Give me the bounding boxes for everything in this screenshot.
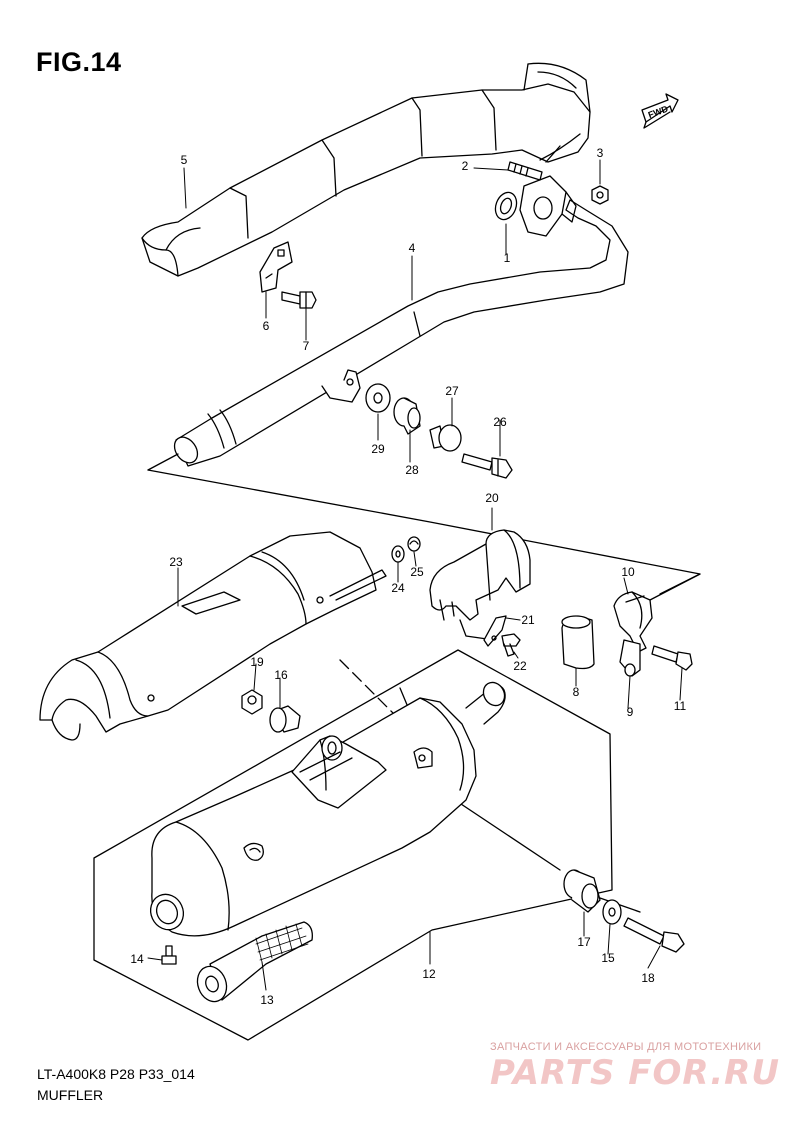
part-14-bolt: [161, 945, 177, 965]
callout-6: 6: [263, 319, 270, 333]
part-1-gasket: [494, 191, 518, 221]
part-27-collar: [429, 424, 462, 452]
part-24-washer: [391, 545, 405, 563]
callout-4: 4: [409, 241, 416, 255]
part-20-heat-cover: [429, 529, 531, 641]
part-17-grommet: [563, 869, 601, 913]
forward-arrow-icon: FWD: [641, 93, 679, 129]
callout-27: 27: [445, 384, 459, 398]
callout-24: 24: [391, 581, 405, 595]
part-15-washer: [602, 899, 622, 925]
figure-title: FIG.14: [36, 47, 122, 77]
part-11-bolt: [651, 645, 693, 671]
fwd-label: FWD: [647, 104, 670, 121]
part-3-nut: [591, 185, 609, 205]
callout-9: 9: [627, 705, 634, 719]
callout-labels: 1 2 3 4 5 6 7 8 9 10 11 12 13 14 15 16 1…: [130, 146, 686, 1007]
callout-23: 23: [169, 555, 183, 569]
callout-8: 8: [573, 685, 580, 699]
part-26-bolt: [461, 453, 513, 479]
callout-11: 11: [674, 699, 687, 713]
watermark-logo: PARTS FOR.RU: [490, 1053, 780, 1093]
section-name: MUFFLER: [37, 1087, 104, 1103]
part-28-grommet: [393, 397, 421, 435]
callout-22: 22: [513, 659, 527, 673]
callout-26: 26: [493, 415, 507, 429]
part-12-muffler-outline-box: [93, 649, 613, 1041]
callout-16: 16: [274, 668, 288, 682]
callout-10: 10: [621, 565, 635, 579]
part-22-bolt: [501, 633, 521, 657]
part-18-bolt: [623, 917, 685, 953]
leader-lines: [147, 159, 683, 991]
callout-7: 7: [303, 339, 310, 353]
part-8-sleeve: [561, 615, 595, 670]
callout-20: 20: [485, 491, 499, 505]
callout-17: 17: [577, 935, 591, 949]
part-5-exhaust-pipe-cover: [141, 62, 591, 277]
part-4-exhaust-pipe: [173, 175, 629, 467]
callout-29: 29: [371, 442, 385, 456]
callout-25: 25: [410, 565, 424, 579]
callout-5: 5: [181, 153, 188, 167]
part-25-nut: [407, 536, 421, 552]
model-code: LT-A400K8 P28 P33_014: [37, 1066, 195, 1082]
callout-15: 15: [601, 951, 615, 965]
callout-28: 28: [405, 463, 419, 477]
part-13-spark-arrester: [196, 921, 313, 1003]
callout-19: 19: [250, 655, 264, 669]
part-16-collar: [269, 705, 301, 733]
callout-18: 18: [641, 971, 655, 985]
watermark-subtitle: ЗАПЧАСТИ И АКСЕССУАРЫ ДЛЯ МОТОТЕХНИКИ: [490, 1041, 762, 1053]
part-7-bolt: [281, 291, 317, 309]
part-12-muffler-body: [149, 681, 506, 937]
part-29-washer: [365, 383, 391, 413]
part-9-bracket: [619, 639, 641, 677]
part-23-muffler-cover: [39, 531, 387, 741]
part-2-stud-bolt: [507, 161, 543, 181]
part-19-nut: [241, 689, 263, 715]
part-21-clip: [483, 615, 507, 647]
callout-2: 2: [462, 159, 469, 173]
callout-14: 14: [130, 952, 144, 966]
callout-1: 1: [504, 251, 511, 265]
callout-21: 21: [521, 613, 535, 627]
callout-3: 3: [597, 146, 604, 160]
callout-13: 13: [260, 993, 274, 1007]
part-6-bracket: [259, 241, 293, 293]
callout-12: 12: [422, 967, 436, 981]
